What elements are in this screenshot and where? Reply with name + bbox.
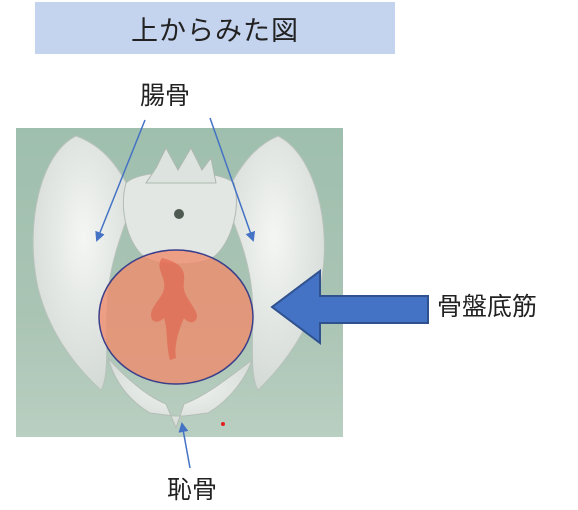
label-ilium: 腸骨: [140, 76, 190, 112]
label-pelvic-floor: 骨盤底筋: [437, 287, 537, 323]
pelvis-photo: [16, 128, 343, 437]
label-pubis: 恥骨: [167, 470, 217, 506]
figure-title: 上からみた図: [35, 2, 395, 54]
